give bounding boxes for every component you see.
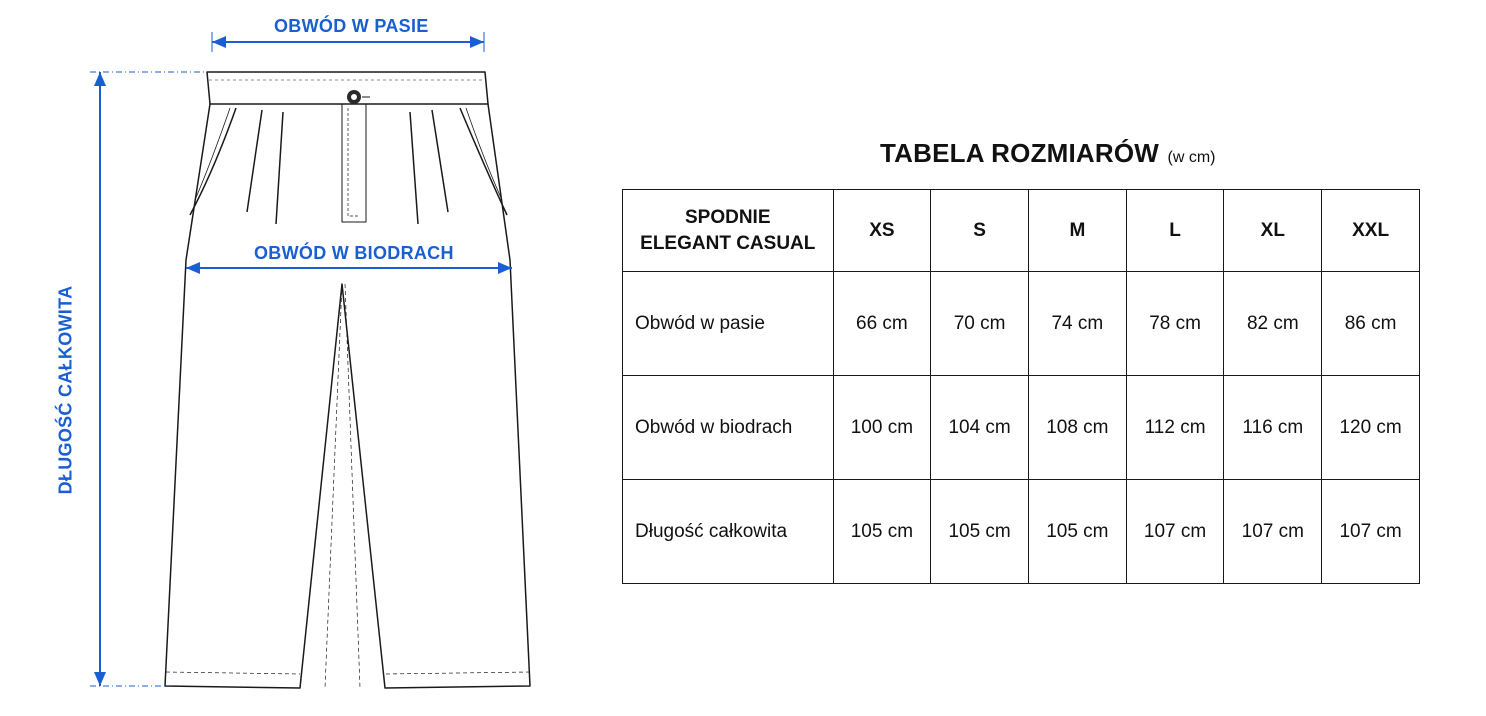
table-cell: 112 cm — [1125, 375, 1225, 480]
row-label: Obwód w biodrach — [622, 375, 834, 480]
table-cell: 107 cm — [1223, 479, 1323, 584]
row-label: Obwód w pasie — [622, 271, 834, 376]
table-cell: 104 cm — [930, 375, 1029, 480]
table-cell: 82 cm — [1223, 271, 1323, 376]
waist-dimension-label: OBWÓD W PASIE — [266, 16, 437, 37]
table-cell: 108 cm — [1027, 375, 1127, 480]
size-header-m: M — [1027, 189, 1127, 272]
pants-diagram: OBWÓD W PASIE OBWÓD W BIODRACH DŁUGOŚĆ C… — [0, 0, 620, 716]
table-cell: 100 cm — [832, 375, 932, 480]
pants-illustration — [90, 32, 531, 689]
size-header-xxl: XXL — [1321, 189, 1420, 272]
table-cell: 107 cm — [1125, 479, 1225, 584]
table-cell: 66 cm — [832, 271, 932, 376]
table-cell: 74 cm — [1027, 271, 1127, 376]
title-main: TABELA ROZMIARÓW — [880, 138, 1160, 168]
length-dimension-label: DŁUGOŚĆ CAŁKOWITA — [55, 279, 77, 501]
size-header-l: L — [1125, 189, 1225, 272]
size-header-row: SPODNIE ELEGANT CASUAL XS S M L XL XXL — [622, 189, 1420, 272]
table-cell: 107 cm — [1321, 479, 1420, 584]
table-row-hips: Obwód w biodrach 100 cm 104 cm 108 cm 11… — [622, 375, 1420, 480]
table-cell: 105 cm — [832, 479, 932, 584]
row-label: Długość całkowita — [622, 479, 834, 584]
hips-dimension-label: OBWÓD W BIODRACH — [248, 243, 460, 264]
product-name-line1: SPODNIE — [684, 206, 771, 228]
size-header-xs: XS — [832, 189, 932, 272]
product-name-line2: ELEGANT CASUAL — [640, 232, 816, 254]
table-cell: 116 cm — [1223, 375, 1323, 480]
size-table-title: TABELA ROZMIARÓW (w cm) — [880, 138, 1215, 169]
table-cell: 105 cm — [930, 479, 1029, 584]
table-cell: 78 cm — [1125, 271, 1225, 376]
size-header-xl: XL — [1223, 189, 1323, 272]
size-header-s: S — [930, 189, 1029, 272]
table-cell: 70 cm — [930, 271, 1029, 376]
title-unit: (w cm) — [1167, 149, 1216, 166]
size-table: SPODNIE ELEGANT CASUAL XS S M L XL XXL O… — [622, 189, 1420, 584]
table-row-length: Długość całkowita 105 cm 105 cm 105 cm 1… — [622, 479, 1420, 584]
table-cell: 120 cm — [1321, 375, 1420, 480]
table-cell: 105 cm — [1027, 479, 1127, 584]
table-cell: 86 cm — [1321, 271, 1420, 376]
table-row-waist: Obwód w pasie 66 cm 70 cm 74 cm 78 cm 82… — [622, 271, 1420, 376]
product-name-cell: SPODNIE ELEGANT CASUAL — [622, 189, 834, 272]
